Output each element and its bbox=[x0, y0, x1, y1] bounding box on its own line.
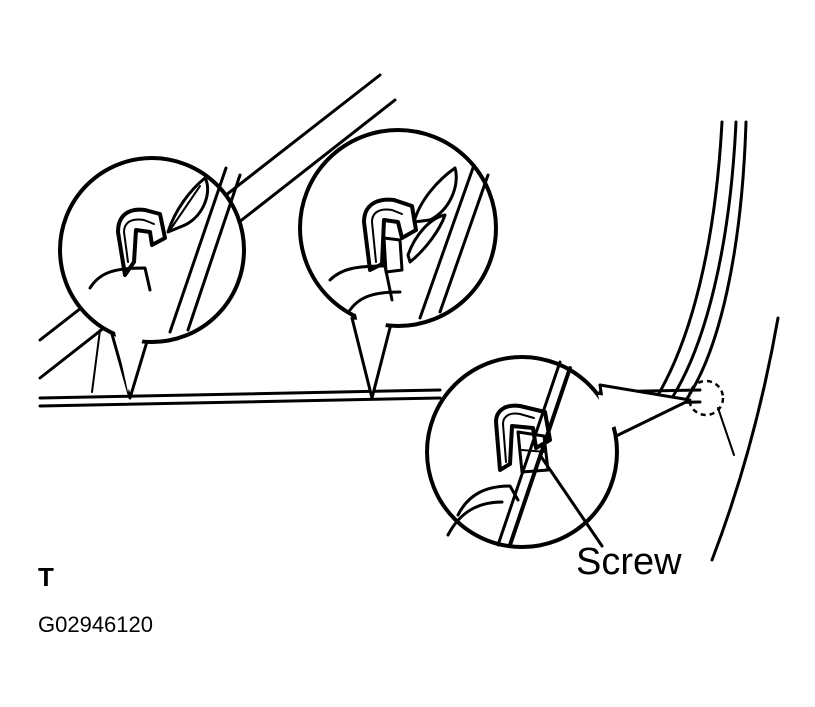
detail-view-right bbox=[425, 355, 692, 549]
view-letter: T bbox=[38, 562, 54, 592]
screw-location-marker bbox=[687, 379, 725, 417]
detail-view-middle bbox=[298, 128, 498, 400]
figure-code: G02946120 bbox=[38, 612, 153, 637]
screw-leader-line bbox=[538, 453, 604, 548]
screw-label: Screw bbox=[576, 541, 682, 583]
door-frame-lines bbox=[656, 120, 780, 562]
detail-view-left bbox=[58, 156, 246, 400]
